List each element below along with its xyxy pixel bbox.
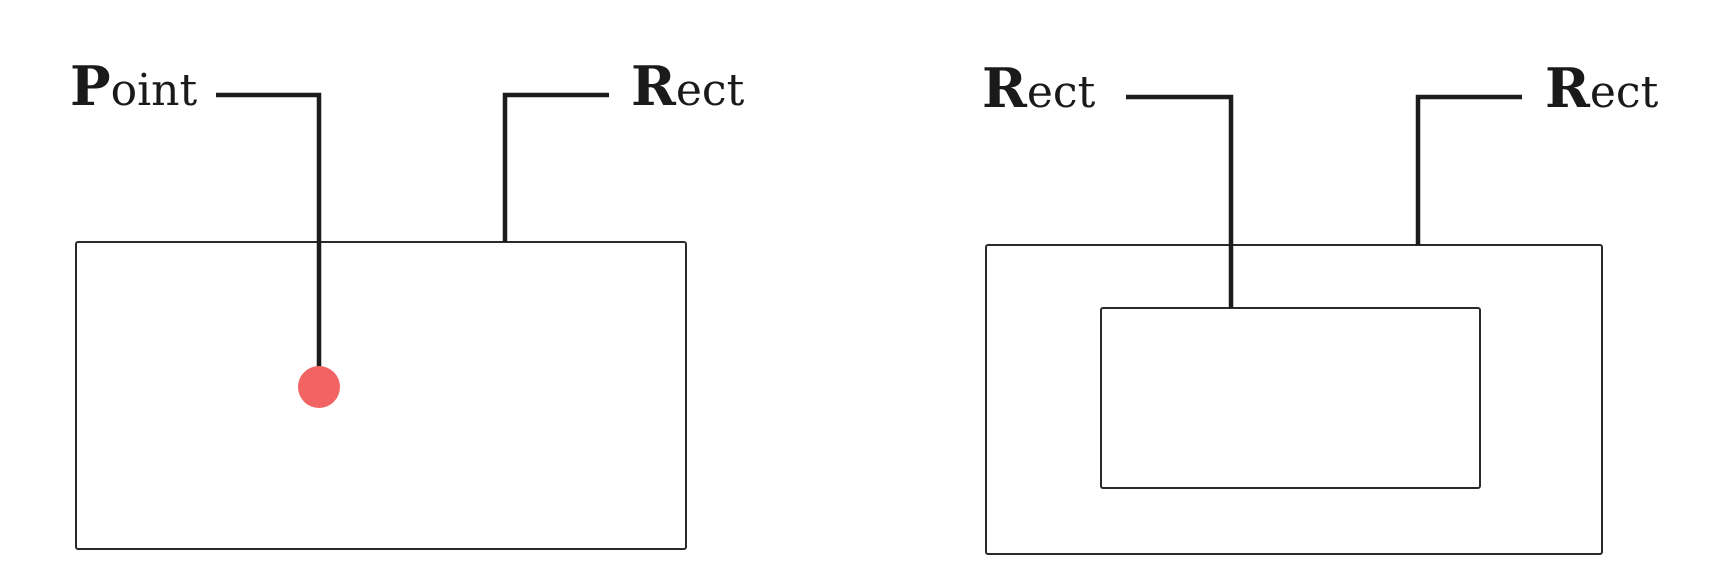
inner-rect-label: Rect <box>982 56 1096 120</box>
point-marker <box>298 366 340 408</box>
right-diagram: Rect Rect <box>982 56 1659 555</box>
outer-rect-label-rest: ect <box>1590 67 1659 118</box>
inner-rect-label-rest: ect <box>1027 67 1096 118</box>
outer-rect-label: Rect <box>1545 56 1659 120</box>
inner-rect-leader-line <box>1126 94 1234 308</box>
outer-rect-leader-line <box>1415 94 1522 245</box>
point-label: Point <box>70 54 198 118</box>
inner-rect-label-initial: R <box>982 56 1028 120</box>
point-leader-line <box>216 92 322 370</box>
left-rect <box>75 241 687 550</box>
point-label-rest: oint <box>111 65 198 116</box>
outer-rect <box>985 244 1603 555</box>
left-rect-label-initial: R <box>631 54 677 118</box>
left-rect-label: Rect <box>631 54 745 118</box>
left-diagram: Point Rect <box>70 54 745 550</box>
left-rect-label-rest: ect <box>676 65 745 116</box>
outer-rect-label-initial: R <box>1545 56 1591 120</box>
point-label-initial: P <box>70 54 111 118</box>
left-rect-leader-line <box>502 92 609 242</box>
inner-rect <box>1100 307 1481 489</box>
